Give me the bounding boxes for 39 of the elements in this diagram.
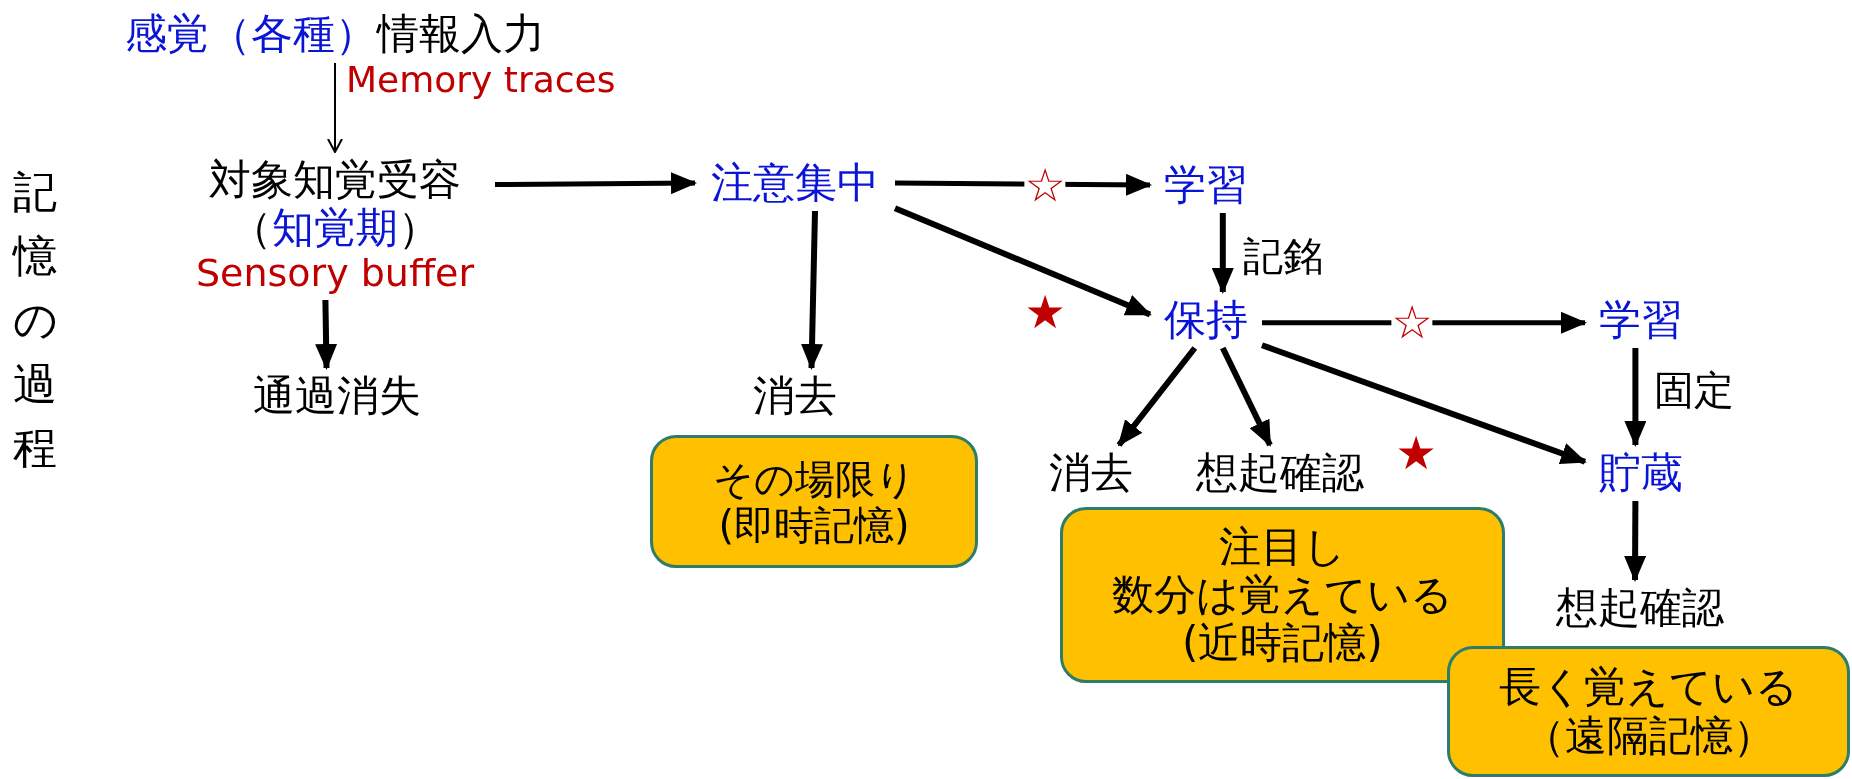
arrow: [327, 62, 343, 153]
arrow: [1116, 346, 1198, 447]
arrow: [1624, 348, 1647, 447]
node-text: 注意集中: [695, 155, 895, 211]
arrow: [1624, 501, 1647, 582]
node-text: 学習: [1585, 292, 1697, 348]
node-text: 対象知覚受容: [209, 155, 461, 205]
box-text: （遠隔記憶）: [1522, 711, 1775, 760]
arrow: [1260, 342, 1587, 465]
vertical-title: 記憶の過程: [12, 165, 58, 475]
node-text: 想起確認: [1540, 580, 1740, 636]
box-text: 注目し: [1219, 522, 1346, 571]
arrow: [1220, 346, 1273, 447]
box-text: その場限り: [712, 455, 916, 502]
node-text: （知覚期）: [230, 204, 440, 253]
node-text: 情報入力: [377, 9, 545, 59]
arrow: [315, 299, 338, 370]
edge-label: 記銘: [1243, 234, 1323, 278]
node-text: 想起確認: [1180, 445, 1380, 501]
note-box: [650, 435, 978, 568]
arrow: [1211, 213, 1234, 294]
node-text: 保持: [1150, 292, 1262, 348]
node-text: 貯蔵: [1585, 445, 1697, 501]
box-text: (即時記憶): [718, 501, 910, 548]
box-text: 数分は覚えている: [1112, 570, 1453, 620]
arrow: [495, 172, 697, 195]
node-text: 消去: [740, 368, 850, 424]
arrow: [801, 210, 824, 370]
node-text: 感覚（各種）: [125, 9, 377, 59]
arrow: [1262, 311, 1587, 334]
node-text: 通過消失: [232, 368, 442, 424]
node-text: 学習: [1150, 157, 1262, 213]
box-text: 長く覚えている: [1499, 663, 1798, 712]
edge-label: 固定: [1654, 368, 1734, 412]
box-text: (近時記憶): [1182, 619, 1383, 668]
note-box: [1447, 646, 1850, 777]
node-text: 消去: [1035, 445, 1147, 501]
node-text: Sensory buffer: [195, 252, 475, 297]
arrow: [893, 205, 1152, 318]
